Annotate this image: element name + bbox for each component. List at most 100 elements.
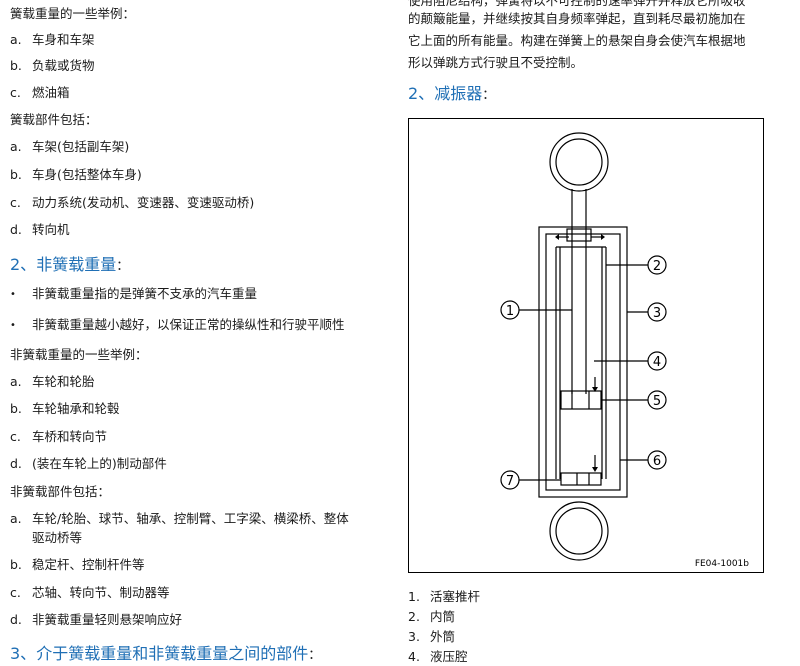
list-marker: d.: [10, 222, 22, 237]
outer-cylinder-inner-wall: [545, 233, 621, 491]
bullet-item: • 非簧载重量越小越好，以保证正常的操纵性和行驶平顺性: [10, 317, 345, 335]
section-colon: ：: [116, 259, 130, 274]
section-title: 介于簧载重量和非簧载重量之间的部件: [36, 644, 309, 663]
bullet-marker: •: [10, 320, 16, 331]
callout-label-4: 4: [653, 355, 661, 370]
section-number: 2、: [408, 84, 435, 103]
list-item: b. 负载或货物: [10, 58, 95, 74]
unsprung-parts-title: 非簧载部件包括：: [10, 484, 111, 499]
legend-item: 2. 内筒: [408, 609, 455, 625]
bottom-mount-eye-inner: [555, 507, 603, 555]
list-marker: a.: [10, 32, 22, 47]
callout-label-5: 5: [653, 394, 661, 409]
callout-label-3: 3: [653, 306, 661, 321]
shock-absorber-diagram: 1 2 3 4 5 6 7 FE04-1001b: [500, 132, 749, 569]
list-item-continuation: 驱动桥等: [32, 530, 83, 545]
unsprung-examples-title: 非簧载重量的一些举例：: [10, 347, 148, 362]
list-item-text: 稳定杆、控制杆件等: [32, 557, 145, 572]
callout-label-6: 6: [653, 454, 661, 469]
rod-seal: [566, 228, 592, 242]
flow-arrow-head: [592, 387, 598, 392]
list-item: b.车身(包括整体车身): [10, 167, 142, 183]
list-item-text: 芯轴、转向节、制动器等: [32, 585, 170, 600]
top-mount-eye-inner: [555, 138, 603, 186]
list-item: d.转向机: [10, 222, 70, 238]
list-marker: c.: [10, 585, 21, 600]
base-valve: [560, 472, 602, 486]
paragraph-line: 形以弹跳方式行驶且不受控制。: [408, 55, 584, 70]
list-marker: a.: [10, 139, 22, 154]
legend-marker: 1.: [408, 589, 420, 604]
paragraph-line: 的颠簸能量，并继续按其自身频率弹起，直到耗尽最初施加在: [408, 11, 746, 26]
paragraph-line: 使用阻尼结构，弹簧将以不可控制的速率弹开并释放它所吸收: [408, 0, 746, 8]
list-item: c. 燃油箱: [10, 85, 70, 101]
flow-arrow-head: [592, 467, 598, 472]
list-marker: a.: [10, 374, 22, 389]
legend-text: 外筒: [430, 629, 456, 644]
list-marker: a.: [10, 511, 22, 526]
list-marker: b.: [10, 557, 22, 572]
section-number: 2、: [10, 255, 37, 274]
list-item-text: 动力系统(发动机、变速器、变速驱动桥): [32, 195, 255, 210]
section-colon: ：: [308, 648, 322, 663]
list-item-text: 负载或货物: [32, 58, 95, 73]
list-marker: c.: [10, 195, 21, 210]
legend-marker: 4.: [408, 649, 420, 664]
legend-marker: 3.: [408, 629, 420, 644]
list-item-text: 车轮和轮胎: [32, 374, 95, 389]
legend-marker: 2.: [408, 609, 420, 624]
list-item-text: 燃油箱: [32, 85, 70, 100]
list-item: c. 芯轴、转向节、制动器等: [10, 585, 170, 601]
list-item: a.车身和车架: [10, 32, 95, 48]
piston: [560, 390, 602, 410]
list-item-text: 车轮轴承和轮毂: [32, 401, 120, 416]
list-marker: b.: [10, 401, 22, 416]
legend-item: 4. 液压腔: [408, 649, 468, 665]
list-item: b. 车轮轴承和轮毂: [10, 401, 120, 417]
top-mount-eye: [549, 132, 609, 192]
legend-item: 1. 活塞推杆: [408, 589, 480, 605]
bullet-marker: •: [10, 289, 16, 300]
sprung-parts-title: 簧载部件包括：: [10, 112, 98, 127]
list-marker: d.: [10, 456, 22, 471]
section-colon: ：: [482, 88, 496, 103]
callout-label-2: 2: [653, 259, 661, 274]
flow-arrow-head: [555, 234, 559, 240]
legend-text: 液压腔: [430, 649, 468, 664]
list-item-text: (装在车轮上的)制动部件: [32, 456, 167, 471]
list-marker: b.: [10, 58, 22, 73]
list-item: d. (装在车轮上的)制动部件: [10, 456, 167, 472]
list-item: a. 车架(包括副车架): [10, 139, 129, 155]
section-title: 减振器: [434, 84, 483, 103]
list-marker: d.: [10, 612, 22, 627]
sprung-examples-title: 簧载重量的一些举例：: [10, 6, 136, 21]
section-title: 非簧载重量: [36, 255, 117, 274]
bullet-text: 非簧载重量越小越好，以保证正常的操纵性和行驶平顺性: [32, 317, 345, 332]
list-item: b. 稳定杆、控制杆件等: [10, 557, 145, 573]
legend-text: 活塞推杆: [430, 589, 481, 604]
list-item: c. 动力系统(发动机、变速器、变速驱动桥): [10, 195, 254, 211]
list-item-text: 非簧载重量轻则悬架响应好: [32, 612, 183, 627]
list-marker: c.: [10, 85, 21, 100]
list-item-text: 车架(包括副车架): [32, 139, 130, 154]
bullet-text: 非簧载重量指的是弹簧不支承的汽车重量: [32, 286, 258, 301]
list-item-text: 车身(包括整体车身): [32, 167, 142, 182]
bottom-mount-eye: [549, 501, 609, 561]
list-item: a.车轮/轮胎、球节、轴承、控制臂、工字梁、横梁桥、整体: [10, 511, 349, 527]
list-item: d. 非簧载重量轻则悬架响应好: [10, 612, 182, 628]
list-item: a. 车轮和轮胎: [10, 374, 95, 390]
paragraph-line: 它上面的所有能量。构建在弹簧上的悬架自身会使汽车根据地: [408, 33, 746, 48]
list-item-text: 车桥和转向节: [32, 429, 108, 444]
list-marker: c.: [10, 429, 21, 444]
legend-item: 3. 外筒: [408, 629, 455, 645]
section-number: 3、: [10, 644, 37, 663]
flow-arrow-head: [601, 234, 605, 240]
outer-cylinder: [538, 226, 628, 498]
legend-text: 内筒: [430, 609, 456, 624]
callout-label-7: 7: [506, 474, 514, 489]
list-item: c. 车桥和转向节: [10, 429, 107, 445]
shock-absorber-figure: 1 2 3 4 5 6 7 FE04-1001b: [408, 118, 764, 573]
section-heading-shock-absorber: 2、减振器：: [408, 84, 495, 106]
figure-code: FE04-1001b: [695, 559, 749, 569]
callout-label-1: 1: [506, 304, 514, 319]
